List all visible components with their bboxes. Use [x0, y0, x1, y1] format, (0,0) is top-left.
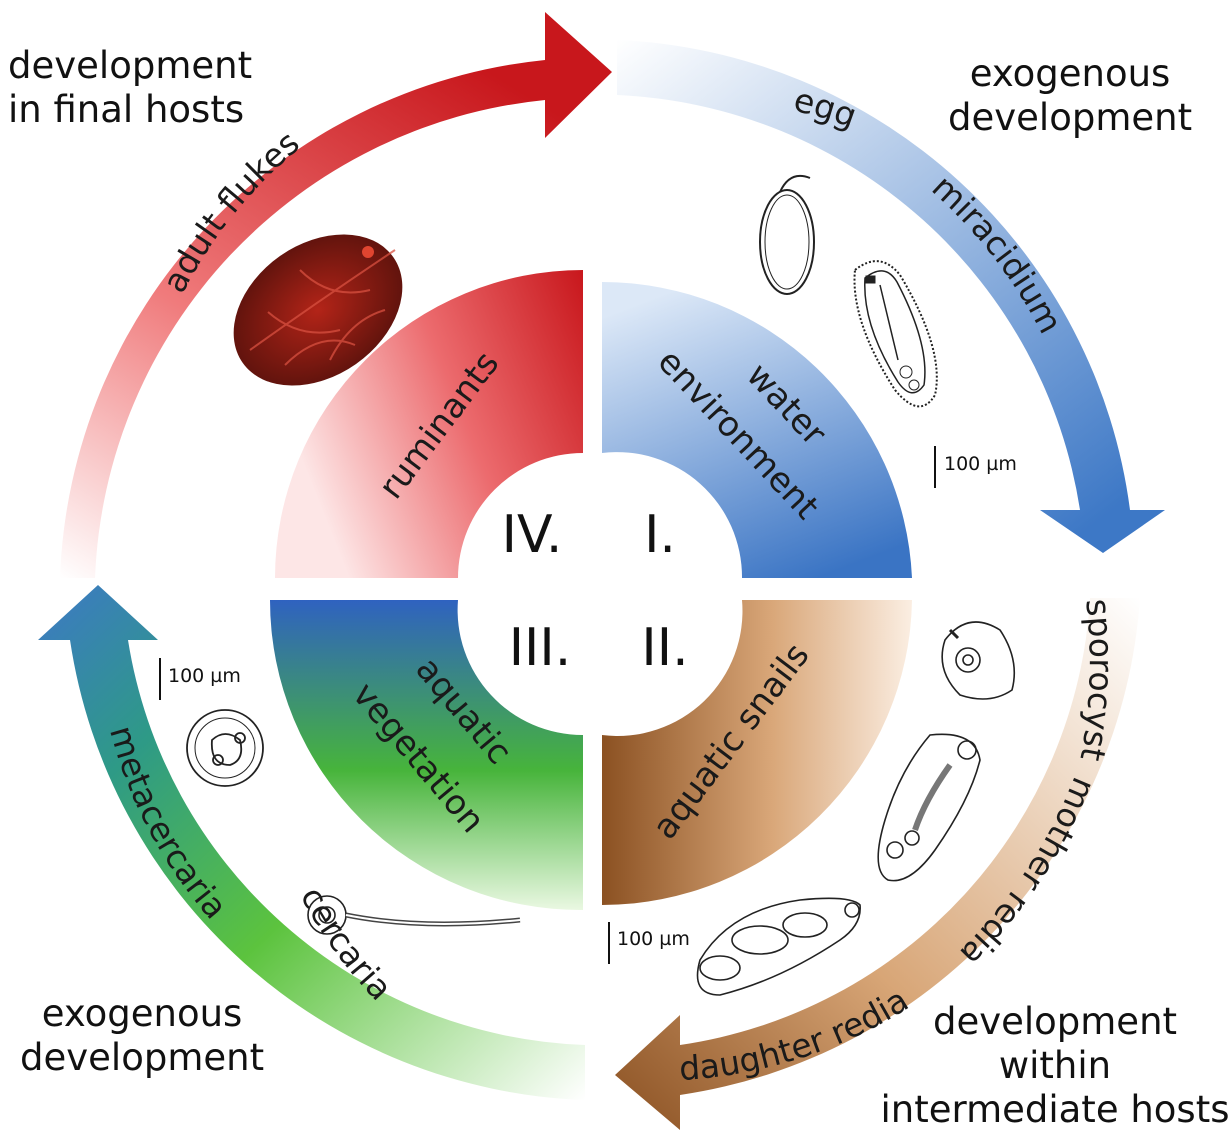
corner-line: intermediate hosts	[880, 1088, 1230, 1131]
corner-line: development	[932, 1000, 1178, 1043]
habitat-sectors	[270, 270, 912, 911]
corner-line: exogenous	[969, 52, 1171, 95]
metacercaria-illustration	[186, 709, 264, 787]
numeral-ii: II.	[641, 618, 688, 678]
sporocyst-illustration	[941, 621, 1016, 700]
stage-miracidium-text: miracidium	[925, 167, 1071, 340]
corner-line: development	[20, 1036, 265, 1079]
scale-label: 100 µm	[168, 665, 241, 687]
scale-bar-top: 100 µm	[934, 446, 1017, 488]
label-development-intermediate-hosts: development within intermediate hosts	[880, 1000, 1230, 1132]
stage-metacercaria-text: metacercaria	[102, 721, 235, 926]
cercaria-illustration	[307, 895, 521, 935]
scale-label: 100 µm	[617, 928, 690, 950]
label-exogenous-development-bottom: exogenous development	[20, 992, 264, 1080]
sector-aquatic-vegetation	[270, 600, 583, 911]
egg-illustration	[759, 174, 815, 295]
stage-miracidium: miracidium	[925, 167, 1071, 340]
corner-line: within	[998, 1044, 1112, 1087]
sector-aquatic-snails	[602, 600, 912, 905]
stage-daughter-redia-text: daughter redia	[678, 980, 915, 1088]
arrow-final-hosts	[60, 12, 612, 578]
scale-label: 100 µm	[944, 453, 1017, 475]
adult-fluke-illustration	[233, 234, 403, 386]
arrow-exogenous-vegetation	[38, 585, 585, 1100]
arrow-exogenous-water	[617, 40, 1165, 553]
stage-metacercaria: metacercaria	[102, 721, 235, 926]
scale-bar-bottom: 100 µm	[608, 922, 690, 964]
scale-bar-left: 100 µm	[159, 658, 241, 700]
sector-ruminants	[275, 270, 583, 578]
stage-mother-redia-text: mother redia	[953, 772, 1104, 974]
arrow-intermediate-hosts	[615, 598, 1140, 1130]
corner-line: in final hosts	[8, 88, 245, 131]
label-exogenous-development-top: exogenous development	[948, 52, 1192, 140]
stage-daughter-redia: daughter redia	[678, 980, 915, 1088]
numeral-iii: III.	[509, 618, 572, 678]
numeral-i: I.	[644, 505, 676, 565]
corner-line: development	[948, 96, 1193, 139]
corner-line: exogenous	[41, 992, 243, 1035]
mother-redia-illustration	[877, 733, 981, 882]
label-development-final-hosts: development in final hosts	[8, 44, 252, 132]
stage-mother-redia: mother redia	[953, 772, 1104, 974]
miracidium-illustration	[853, 260, 938, 408]
daughter-redia-illustration	[696, 897, 861, 996]
sector-water-environment	[602, 281, 912, 578]
numeral-iv: IV.	[502, 505, 563, 565]
corner-line: development	[8, 44, 253, 87]
outer-cycle-arrows	[38, 12, 1165, 1130]
